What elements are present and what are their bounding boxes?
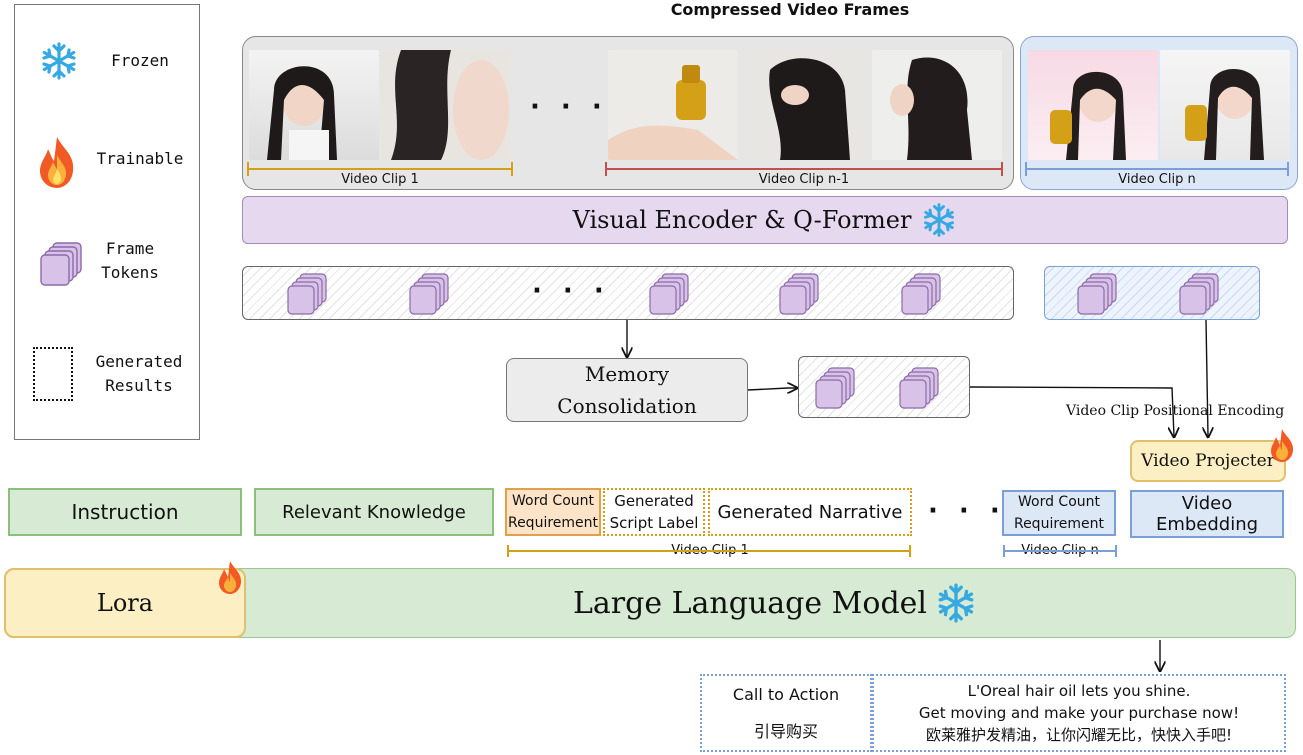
positional-encoding-label: Video Clip Positional Encoding [1066, 403, 1285, 419]
visual-encoder-bar: Visual Encoder & Q-Former [242, 196, 1288, 244]
lora-label: Lora [96, 589, 154, 617]
generated-results-icon [33, 347, 73, 401]
flame-icon [40, 137, 74, 188]
cta-cn-label: 引导购买 [753, 721, 818, 741]
clip-label-n-1: Video Clip n-1 [758, 172, 850, 187]
frame-tokens-icon [40, 242, 82, 286]
word-count-line2: Requirement [507, 515, 599, 531]
video-projector-box: Video Projecter [1130, 440, 1286, 482]
legend-frame-label: Frame [105, 239, 155, 258]
visual-encoder-label: Visual Encoder & Q-Former [572, 206, 912, 234]
word-count-box-clip1: Word Count Requirement [505, 488, 601, 536]
frame-photo [608, 50, 738, 160]
llm-title: Large Language Model [255, 569, 1295, 637]
tokens-ellipsis: · · · [532, 276, 610, 306]
wc-n-line2: Requirement [1013, 516, 1105, 532]
script-label-line2: Script Label [609, 514, 699, 532]
output-line1: L'Oreal hair oil lets you shine. [967, 682, 1191, 700]
legend-results-label: Results [105, 376, 173, 395]
legend-frozen-label: Frozen [111, 51, 169, 70]
frames-ellipsis: · · · [530, 92, 608, 122]
legend-tokens-label: Tokens [101, 263, 159, 282]
call-to-action-box: Call to Action 引导购买 [700, 674, 872, 752]
memory-consolidation-box: Memory Consolidation [506, 358, 748, 422]
frame-photo [1028, 50, 1158, 160]
generated-script-label-box: Generated Script Label [603, 488, 705, 536]
word-count-line1: Word Count [511, 493, 594, 509]
clip-label-1: Video Clip 1 [341, 172, 419, 187]
memory-line2: Consolidation [557, 394, 697, 418]
wc-n-line1: Word Count [1017, 494, 1100, 510]
generated-narrative-box: Generated Narrative [708, 488, 912, 536]
flame-icon [219, 561, 242, 594]
relevant-knowledge-box: Relevant Knowledge [254, 488, 494, 536]
legend-trainable-label: Trainable [96, 149, 184, 168]
snowflake-icon [924, 203, 955, 237]
inputs-ellipsis: · · · [928, 496, 1006, 526]
memory-line1: Memory [584, 362, 670, 386]
snowflake-icon [938, 583, 974, 623]
lora-box: Lora [4, 568, 246, 638]
video-embedding-box: Video Embedding [1130, 490, 1284, 538]
frame-photo [249, 50, 379, 160]
frame-photo [1160, 50, 1290, 160]
frame-photo [740, 50, 870, 160]
output-line2: Get moving and make your purchase now! [918, 704, 1240, 722]
flame-icon [1271, 429, 1294, 462]
legend-panel: Frozen Trainable Frame Tokens Generated … [14, 4, 200, 440]
word-count-box-clip-n: Word Count Requirement [1002, 490, 1116, 536]
compressed-frames-title: Compressed Video Frames [670, 0, 910, 19]
generated-output-box: L'Oreal hair oil lets you shine. Get mov… [872, 674, 1286, 752]
frame-photo [872, 50, 1002, 160]
frame-photo [381, 50, 511, 160]
legend-generated-label: Generated [95, 352, 183, 371]
output-line3: 欧莱雅护发精油，让你闪耀无比，快快入手吧! [925, 726, 1232, 744]
script-label-line1: Generated [614, 492, 694, 510]
llm-label: Large Language Model [572, 585, 927, 621]
frame-tokens-bar [242, 266, 1014, 320]
instruction-box: Instruction [8, 488, 242, 536]
snowflake-icon [42, 42, 76, 80]
clip-label-n: Video Clip n [1118, 172, 1196, 187]
cta-label: Call to Action [732, 684, 840, 704]
